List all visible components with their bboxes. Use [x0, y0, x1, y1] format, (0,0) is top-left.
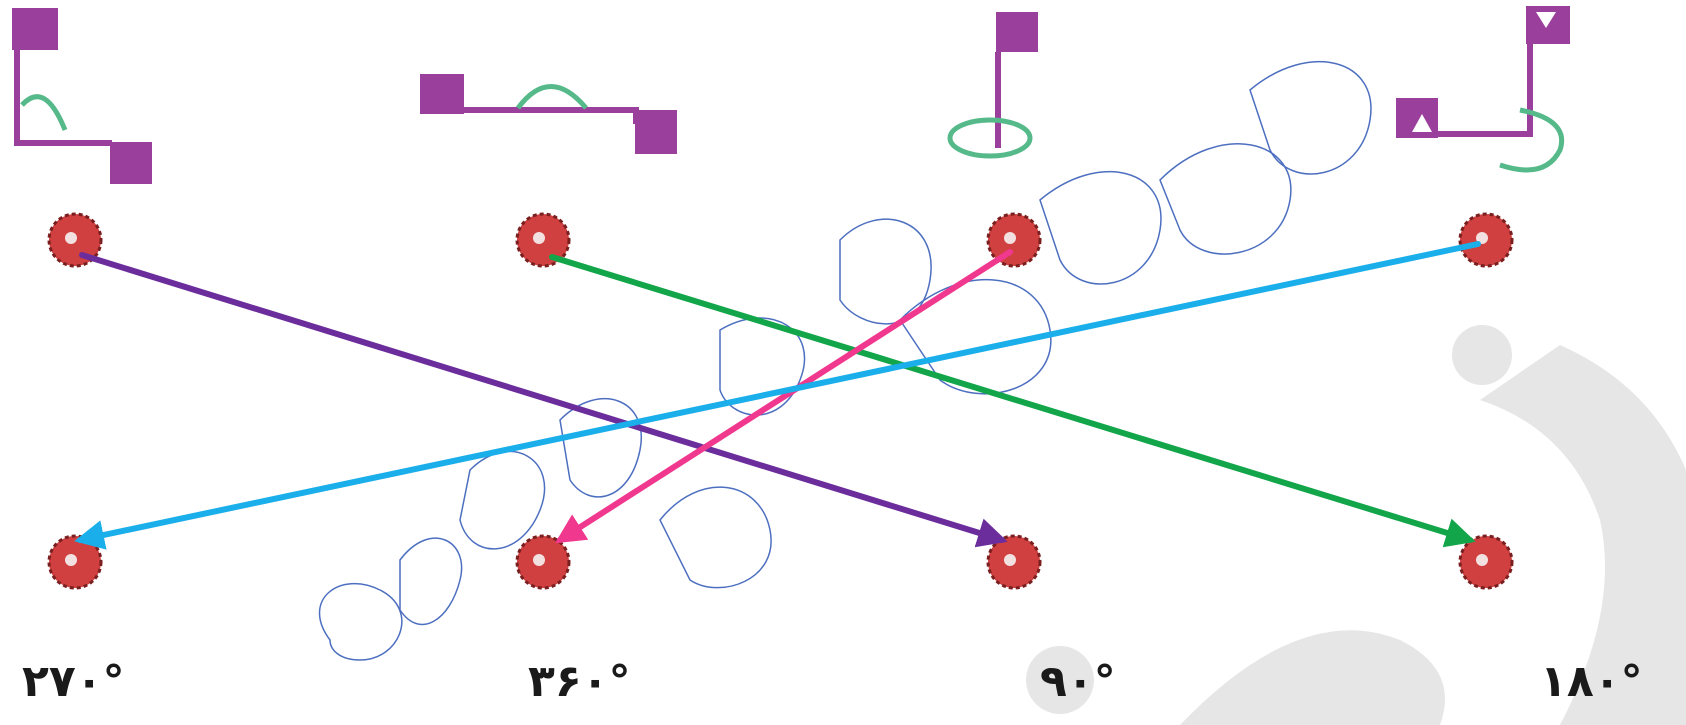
pin-bottom-2	[515, 534, 571, 590]
figure-360	[420, 74, 677, 154]
pin-bottom-1	[47, 534, 103, 590]
figure-180	[1396, 6, 1570, 173]
figure-90	[947, 12, 1038, 159]
angle-label-270: ۲۷۰°	[22, 656, 125, 707]
arrow-pink	[554, 249, 1013, 544]
pin-bottom-3	[986, 534, 1042, 590]
angle-label-180: ۱۸۰°	[1540, 656, 1643, 707]
pin-top-2	[515, 212, 571, 268]
arrow-blue	[74, 241, 1481, 550]
match-arrows	[74, 241, 1481, 550]
pin-bottom-4	[1458, 534, 1514, 590]
pin-top-3	[986, 212, 1042, 268]
pins	[47, 212, 1514, 590]
angle-label-360: ۳۶۰°	[528, 656, 631, 707]
watermark-logo	[1026, 325, 1686, 725]
arrow-purple	[79, 252, 1008, 548]
angle-label-90: ۹۰°	[1040, 656, 1116, 707]
figure-270	[12, 8, 152, 184]
pin-top-4	[1458, 212, 1514, 268]
arrow-green	[549, 254, 1476, 548]
pin-top-1	[47, 212, 103, 268]
